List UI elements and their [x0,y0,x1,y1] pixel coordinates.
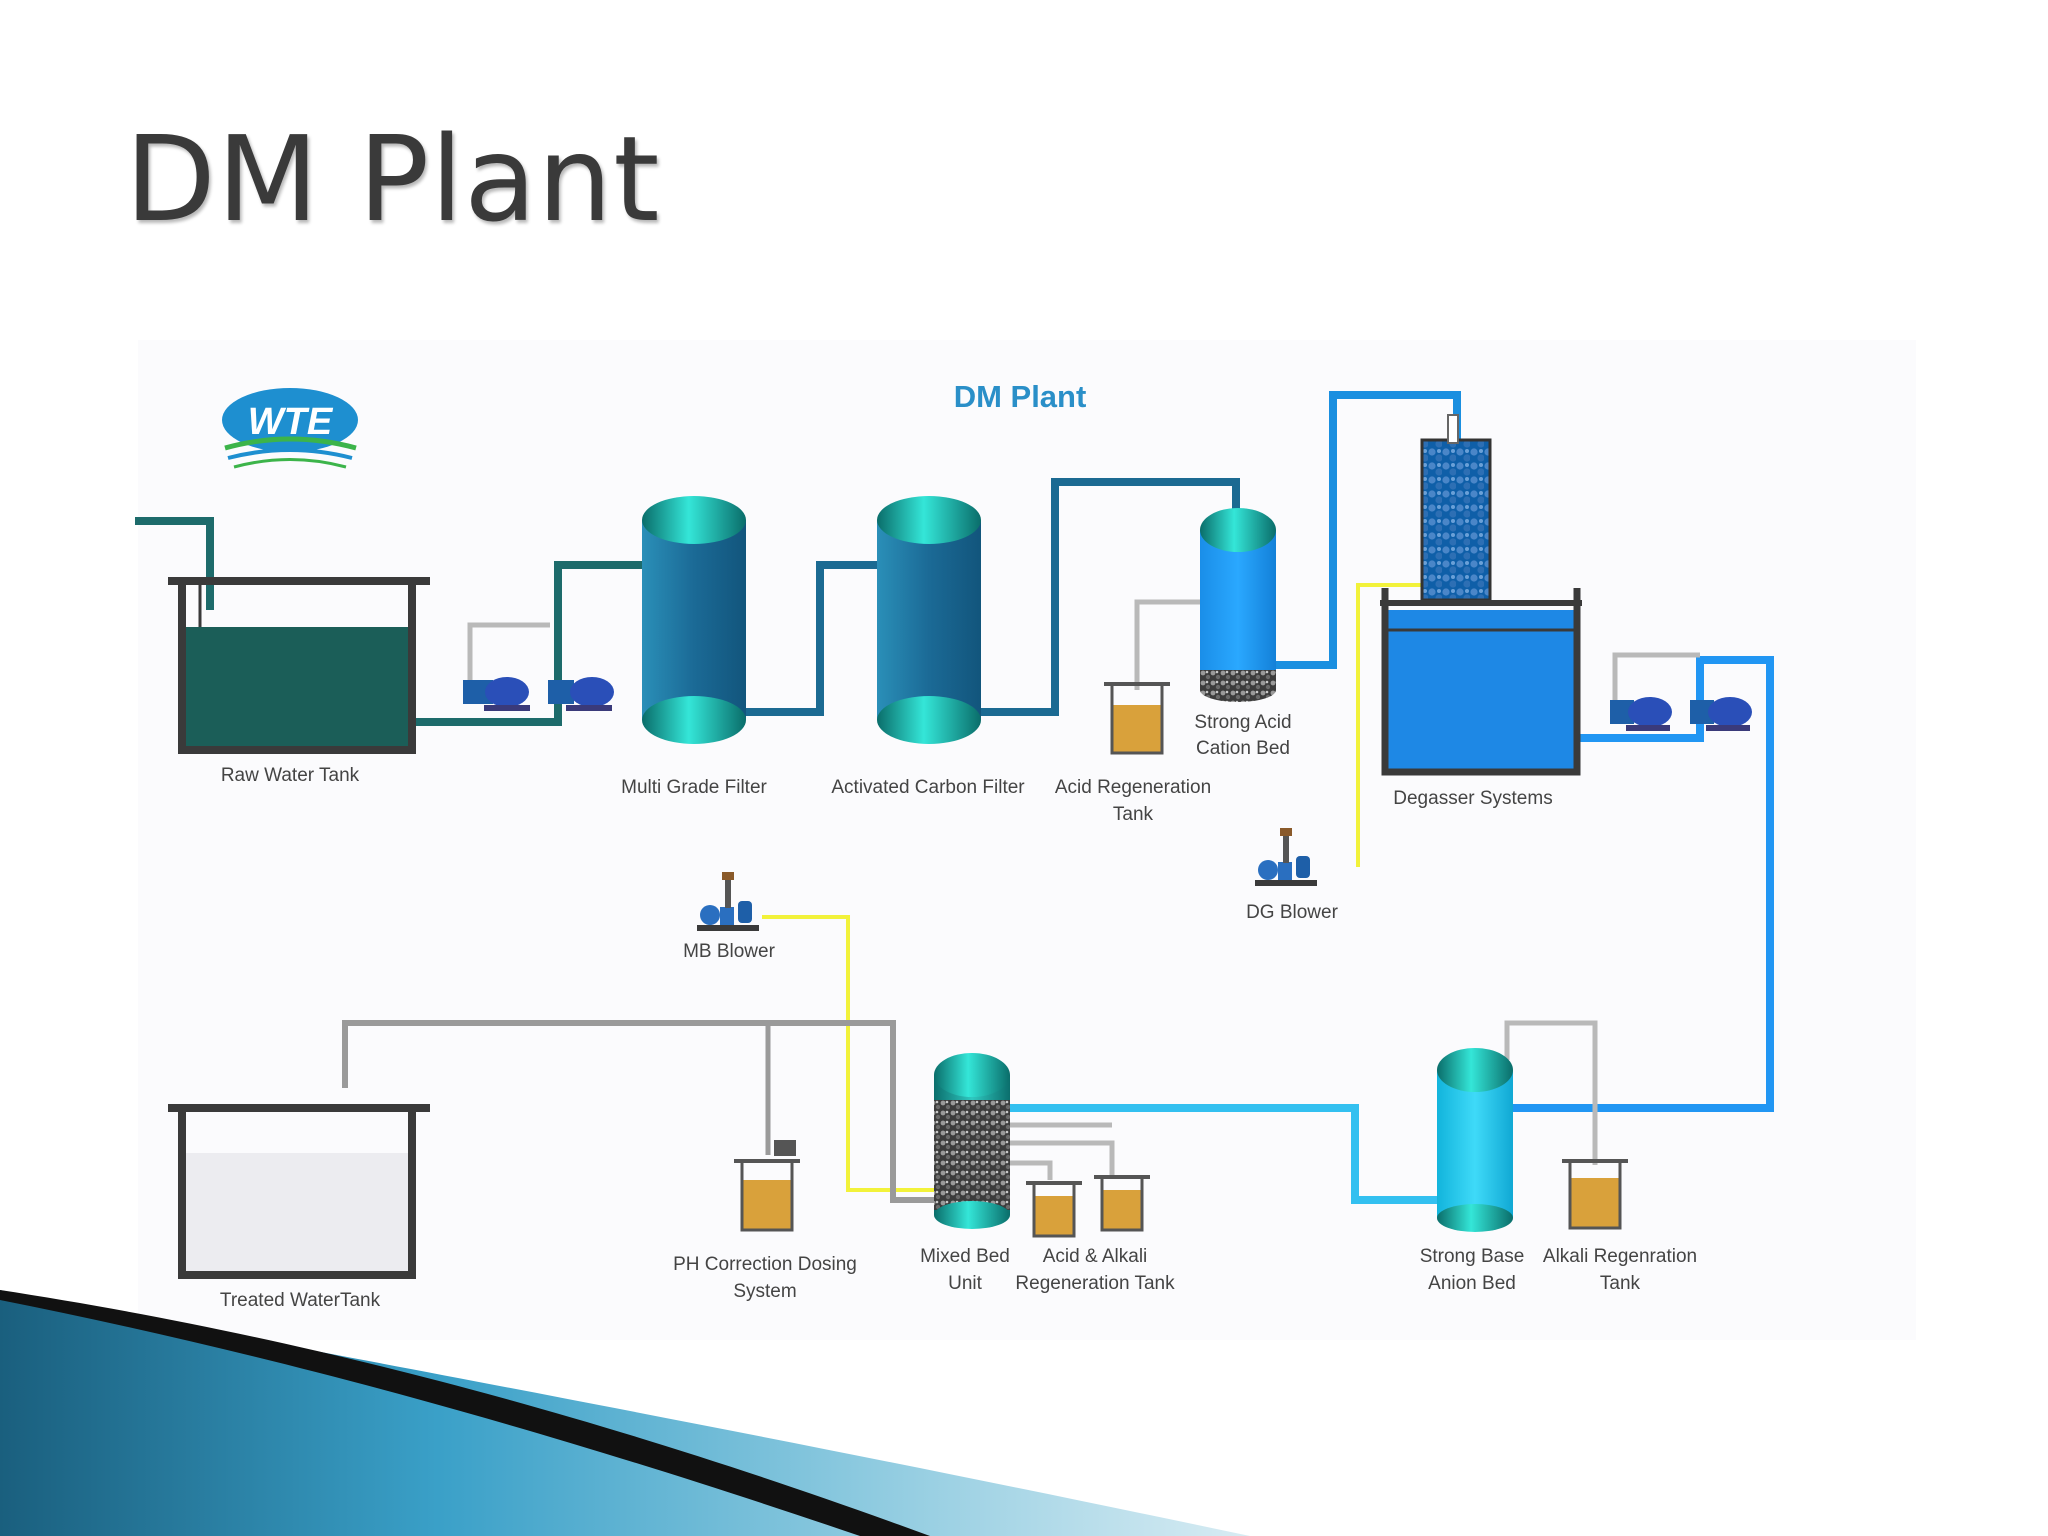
label-acid-regeneration-tank-1: Acid Regeneration [1055,777,1211,798]
acid-feed-pipe [1134,599,1200,690]
multi-grade-filter [642,496,746,744]
mb-to-treated-pipe [342,1020,935,1203]
degasser-pump-2 [1690,697,1752,731]
degasser-systems [1380,414,1582,776]
pipework [135,391,1774,1204]
acf-to-sac-pipe [980,478,1240,716]
ph-correction-dosing-system [734,1140,800,1232]
label-mb-blower: MB Blower [683,941,776,962]
raw-water-pump-1 [463,677,530,711]
label-treated-water-tank: Treated WaterTank [220,1290,381,1311]
label-degasser-systems: Degasser Systems [1393,788,1552,809]
mgf-to-acf-pipe [745,561,880,716]
degasser-to-sba-pipe [1500,656,1774,1112]
strong-acid-cation-bed [1200,508,1276,702]
label-alkali-regeneration-2: Tank [1600,1273,1641,1294]
strong-base-anion-bed [1437,1048,1513,1232]
treated-water-tank [168,1104,430,1279]
label-raw-water-tank: Raw Water Tank [221,765,360,786]
alkali-feed-pipe [1504,1020,1598,1165]
raw-water-tank [168,577,430,754]
equipment-labels: Raw Water Tank Multi Grade Filter Activa… [220,712,1697,1311]
label-acid-alkali-1: Acid & Alkali [1043,1246,1148,1267]
label-strong-acid-cation-bed-1: Strong Acid [1194,712,1291,733]
label-strong-base-anion-bed-1: Strong Base [1420,1246,1525,1267]
slide-title: DM Plant [125,110,661,248]
label-ph-correction-1: PH Correction Dosing [673,1254,857,1275]
alkali-regeneration-tank [1562,1159,1628,1230]
activated-carbon-filter [877,496,981,744]
degasser-pump-1 [1610,697,1672,731]
alkali-regeneration-tank-mb [1094,1175,1150,1232]
degasser-pump-bypass [1612,652,1700,712]
acid-regeneration-tank [1104,682,1170,755]
mixed-bed-unit [934,1053,1010,1229]
label-strong-acid-cation-bed-2: Cation Bed [1196,738,1290,759]
label-acid-alkali-2: Regeneration Tank [1015,1273,1175,1294]
label-alkali-regeneration-1: Alkali Regenration [1543,1246,1697,1267]
acid-regeneration-tank-mb [1026,1181,1082,1238]
label-mixed-bed-1: Mixed Bed [920,1246,1010,1267]
label-strong-base-anion-bed-2: Anion Bed [1428,1273,1516,1294]
wte-logo: WTE [222,388,358,469]
slide-swoosh [0,1290,1250,1536]
label-activated-carbon-filter: Activated Carbon Filter [831,777,1025,798]
raw-to-mgf-pipe [415,561,645,726]
sac-to-degasser-pipe [1274,391,1461,669]
label-acid-regeneration-tank-2: Tank [1113,804,1154,825]
mb-blower [697,872,759,931]
label-multi-grade-filter: Multi Grade Filter [621,777,767,798]
sba-to-mb-pipe [1010,1104,1437,1204]
pump-bypass-pipe [467,622,550,695]
label-mixed-bed-2: Unit [948,1273,983,1294]
diagram-title: DM Plant [954,379,1087,414]
label-ph-correction-2: System [733,1281,796,1302]
raw-water-pump-2 [548,677,614,711]
logo-text: WTE [248,401,334,443]
dg-blower [1255,828,1317,886]
alkali-mb-line [975,1140,1115,1175]
label-dg-blower: DG Blower [1246,902,1339,923]
